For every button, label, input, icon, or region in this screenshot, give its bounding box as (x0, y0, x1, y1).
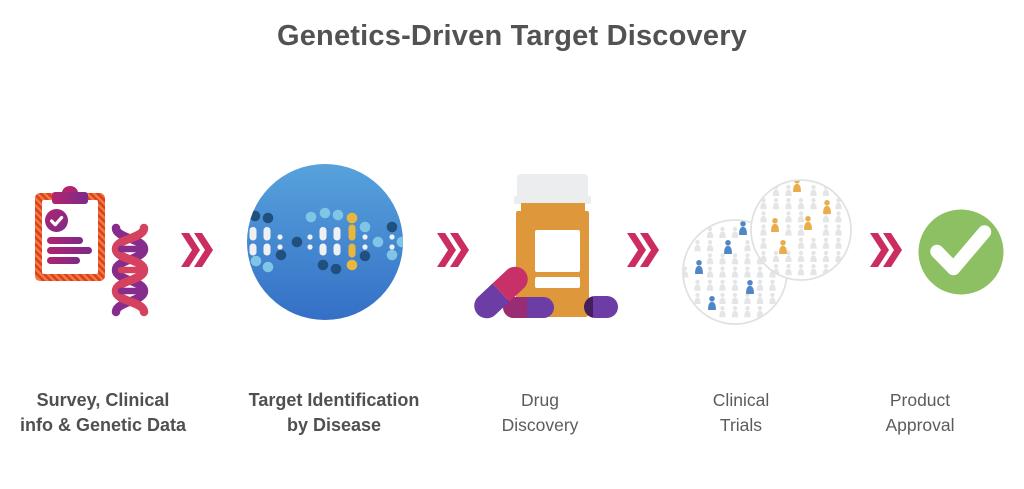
bottle-label (535, 230, 580, 272)
step-label-drug-discovery: Drug Discovery (430, 388, 650, 437)
clipboard-icon (35, 186, 105, 281)
clipboard-text-line (47, 257, 80, 264)
page-title: Genetics-Driven Target Discovery (276, 20, 748, 52)
bottle-cap-brim (514, 196, 591, 204)
clipboard-text-line (47, 247, 92, 254)
clipboard-clip (52, 192, 88, 204)
clipboard-text-line (47, 237, 83, 244)
label-line: Target Identification (248, 390, 420, 410)
dna-helix-icon (111, 223, 149, 317)
label-line: Approval (885, 414, 955, 435)
step-label-clinical-trials: Clinical Trials (631, 388, 851, 437)
genome-sequence-circle-icon (247, 164, 403, 320)
population-circles-icon (682, 179, 852, 325)
bottle-cap (517, 174, 588, 197)
bottle-neck (521, 203, 585, 213)
approval-check-icon (918, 209, 1004, 295)
label-line: Survey, Clinical (36, 390, 170, 410)
label-line: Product (889, 390, 951, 410)
step-label-target-identification: Target Identification by Disease (224, 388, 444, 437)
clipboard-check-icon (45, 209, 68, 232)
flow-arrow-icon (870, 233, 902, 267)
label-line: info & Genetic Data (19, 414, 187, 435)
label-line: Clinical (712, 390, 770, 410)
capsule-pill-icon (503, 297, 554, 318)
capsule-pill-icon (584, 296, 618, 318)
flow-arrow-icon (627, 233, 659, 267)
check-glyph (50, 216, 64, 227)
label-line: Drug (521, 390, 559, 410)
step-label-survey-data: Survey, Clinical info & Genetic Data (0, 388, 213, 437)
flow-arrow-icon (437, 233, 469, 267)
label-line: Discovery (501, 414, 579, 435)
step-label-product-approval: Product Approval (810, 388, 1024, 437)
label-line: Trials (719, 414, 763, 435)
label-line: by Disease (286, 414, 382, 435)
bottle-label-strip (535, 277, 580, 288)
flow-arrow-icon (181, 233, 213, 267)
